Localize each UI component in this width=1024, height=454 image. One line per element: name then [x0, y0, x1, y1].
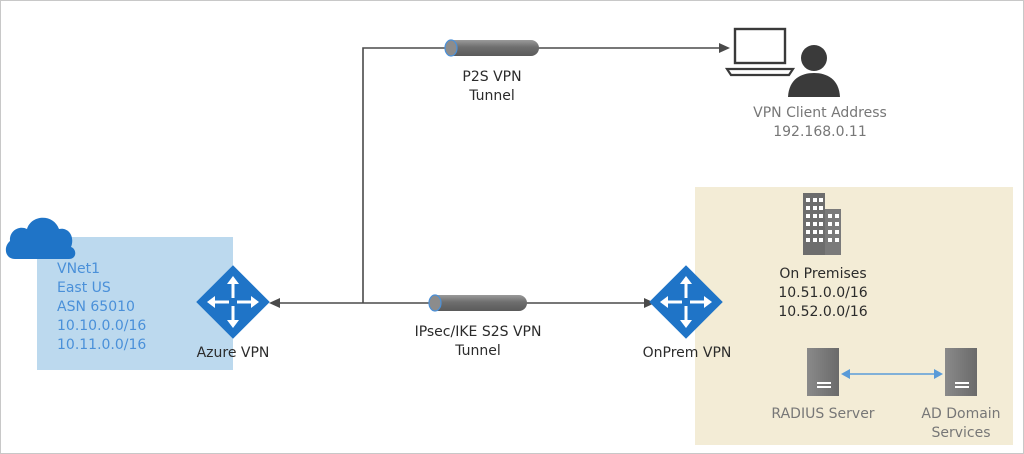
radius-ad-connector [841, 369, 943, 379]
vnet-prefix-1: 10.10.0.0/16 [57, 318, 147, 334]
vpn-client-line2: 192.168.0.11 [773, 124, 867, 140]
cloud-icon [5, 217, 76, 259]
s2s-tunnel-icon [428, 294, 527, 312]
vpn-client-label: VPN Client Address 192.168.0.11 [740, 104, 900, 142]
on-premises-label: On Premises 10.51.0.0/16 10.52.0.0/16 [767, 265, 879, 322]
arrowhead-to-client [719, 43, 730, 53]
vnet-region-name: East US [57, 280, 111, 296]
onprem-vpn-gateway-icon [649, 265, 723, 339]
p2s-tunnel-label: P2S VPN Tunnel [442, 68, 542, 106]
radius-server-label: RADIUS Server [771, 406, 875, 422]
arrowhead-to-onprem [644, 298, 655, 308]
vnet-name: VNet1 [57, 261, 101, 277]
p2s-tunnel-line1: P2S VPN [462, 69, 522, 85]
vnet-details: VNet1 East US ASN 65010 10.10.0.0/16 10.… [57, 260, 146, 355]
vnet-prefix-2: 10.11.0.0/16 [57, 337, 147, 353]
onprem-vpn-label: OnPrem VPN [642, 345, 732, 361]
p2s-tunnel-icon [444, 39, 539, 57]
laptop-icon [724, 27, 796, 77]
on-premises-region [695, 187, 1013, 445]
ad-domain-line1: AD Domain [921, 406, 1001, 422]
radius-server-icon [807, 348, 839, 396]
azure-vpn-gateway-icon [196, 265, 270, 339]
s2s-tunnel-line2: Tunnel [455, 343, 501, 359]
ad-domain-label: AD Domain Services [906, 405, 1016, 443]
p2s-connector [362, 47, 721, 303]
on-premises-prefix-1: 10.51.0.0/16 [778, 285, 868, 301]
user-icon [788, 45, 840, 97]
vpn-client-line1: VPN Client Address [753, 105, 887, 121]
ad-domain-line2: Services [931, 425, 991, 441]
s2s-tunnel-label: IPsec/IKE S2S VPN Tunnel [393, 323, 563, 361]
arrowhead-to-azure [269, 298, 280, 308]
azure-vpn-label: Azure VPN [196, 345, 270, 361]
vnet-asn: ASN 65010 [57, 299, 135, 315]
ad-server-icon [945, 348, 977, 396]
building-icon [803, 193, 841, 255]
on-premises-title: On Premises [779, 266, 867, 282]
on-premises-prefix-2: 10.52.0.0/16 [778, 304, 868, 320]
s2s-tunnel-line1: IPsec/IKE S2S VPN [414, 324, 542, 340]
p2s-tunnel-line2: Tunnel [469, 88, 515, 104]
